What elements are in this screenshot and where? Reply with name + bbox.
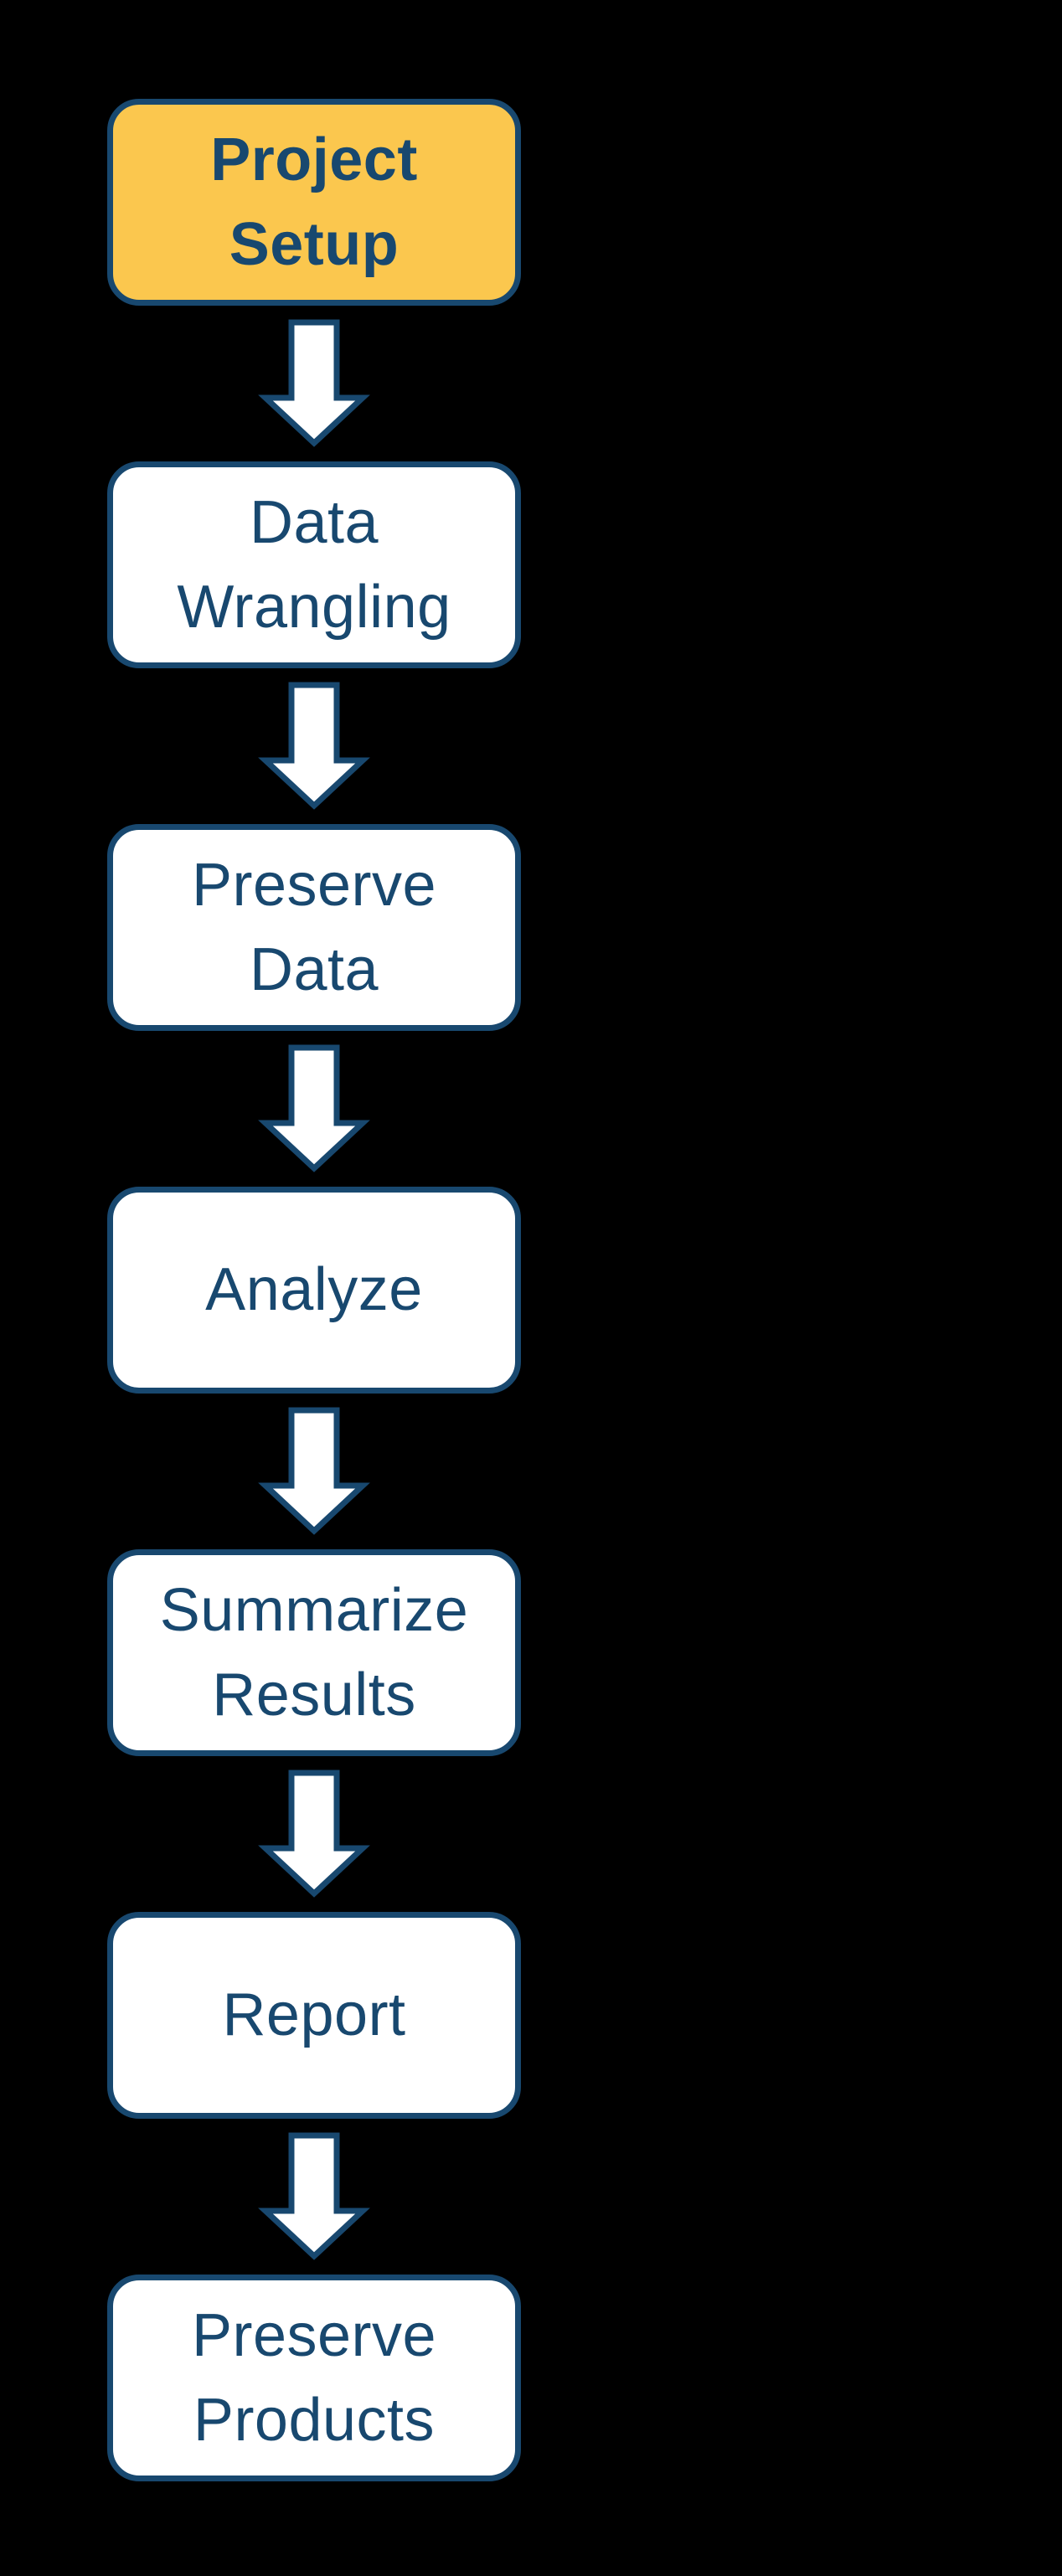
flow-node-preserve-data-label-line: Preserve <box>191 851 437 919</box>
flow-node-summarize-results-label-line: Summarize <box>159 1576 469 1644</box>
flow-node-project-setup-label-line: Project <box>210 126 418 193</box>
down-arrow-icon <box>258 682 370 811</box>
flow-node-project-setup-label-line: Setup <box>229 210 400 278</box>
flow-node-report: Report <box>107 1912 521 2119</box>
flow-node-analyze-label-line: Analyze <box>205 1256 423 1323</box>
flow-node-preserve-products-label-line: Products <box>193 2386 436 2454</box>
flow-node-analyze: Analyze <box>107 1187 521 1394</box>
flow-node-preserve-data-label-line: Data <box>249 935 379 1003</box>
flow-node-report-label-line: Report <box>222 1981 406 2048</box>
flow-node-preserve-products-label-line: Preserve <box>191 2301 437 2369</box>
down-arrow-icon <box>258 319 370 448</box>
down-arrow-icon <box>258 2132 370 2261</box>
flow-node-summarize-results-label-line: Results <box>212 1661 416 1728</box>
flow-node-data-wrangling-label-line: Wrangling <box>177 573 451 641</box>
flow-node-data-wrangling-label-line: Data <box>249 488 379 556</box>
down-arrow-icon <box>258 1407 370 1536</box>
down-arrow-icon <box>258 1044 370 1173</box>
down-arrow-icon <box>258 1770 370 1899</box>
